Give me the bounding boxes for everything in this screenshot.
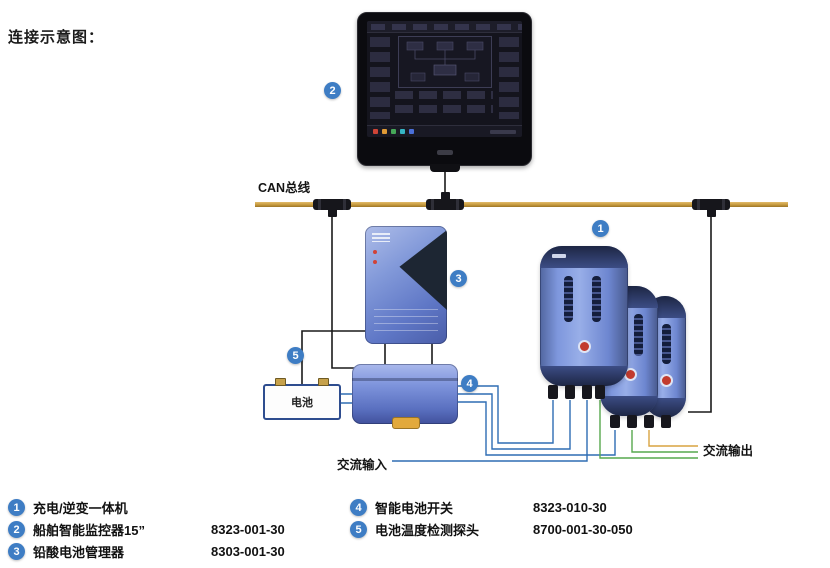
legend-badge-5: 5 (350, 521, 367, 538)
power-button (660, 374, 673, 387)
legend-name-1: 充电/逆变一体机 (33, 501, 128, 516)
terminal-block (565, 385, 575, 399)
inverter-top-cap (540, 246, 628, 268)
terminal-block (644, 415, 654, 428)
mimic-svg (406, 41, 484, 82)
monitor-stand (430, 164, 460, 172)
status-led-orange (382, 129, 387, 134)
battery-switch-handle (392, 417, 420, 429)
wire-segment (458, 401, 616, 456)
screen-value-row (395, 105, 493, 113)
badge-battery-switch: 4 (461, 375, 478, 392)
badge-monitor: 2 (324, 82, 341, 99)
legend-item-3: 3 铅酸电池管理器 8303-001-30 (8, 542, 285, 561)
power-button (578, 340, 591, 353)
legend-code-4: 8323-010-30 (533, 500, 607, 515)
screen-mimic-diagram (398, 36, 492, 88)
inverter-bottom-cap (600, 396, 658, 416)
legend-item-5: 5 电池温度检测探头 8700-001-30-050 (350, 520, 633, 539)
inverter-unit-1 (540, 246, 628, 386)
status-meter (490, 129, 516, 134)
can-t-connector-right (692, 199, 730, 217)
legend-code-5: 8700-001-30-050 (533, 522, 633, 537)
screen-button-column-right (499, 37, 519, 119)
status-led-red (373, 129, 378, 134)
battery-box: 电池 (263, 378, 341, 420)
status-led-teal (400, 129, 405, 134)
inverter-bottom-cap (540, 366, 628, 386)
terminal-block (610, 415, 620, 428)
wire-segment (631, 430, 698, 453)
battery-manager-vents (374, 309, 438, 335)
legend-name-3: 铅酸电池管理器 (33, 545, 125, 560)
inverter-logo (552, 254, 566, 258)
legend-badge-4: 4 (350, 499, 367, 516)
badge-battery-manager: 3 (450, 270, 467, 287)
ac-input-label: 交流输入 (337, 458, 388, 472)
monitor-logo (436, 150, 453, 155)
can-t-connector-middle (426, 192, 464, 210)
vent-slot (662, 324, 671, 364)
orange-wires (648, 430, 698, 447)
battery-manager-led (373, 260, 377, 264)
terminal-block (627, 415, 637, 428)
page-title: 连接示意图： (8, 29, 105, 46)
can-bus-label: CAN总线 (258, 181, 311, 195)
battery-switch-seam (352, 378, 458, 381)
battery-manager-device (365, 226, 447, 344)
marine-monitor (357, 12, 532, 166)
screen-status-bar (367, 125, 522, 137)
can-bus-line (255, 202, 788, 207)
status-led-green (391, 129, 396, 134)
vent-slot (634, 314, 643, 356)
vent-slot (592, 276, 601, 322)
legend-code-3: 8303-001-30 (211, 544, 285, 559)
legend-badge-2: 2 (8, 521, 25, 538)
ac-output-label: 交流输出 (702, 440, 755, 459)
vent-slot (564, 276, 573, 322)
can-t-connector-left (313, 199, 351, 217)
screen-button-column-left (370, 37, 390, 119)
status-led-blue (409, 129, 414, 134)
monitor-screen (367, 21, 522, 137)
battery-manager-led (373, 250, 377, 254)
terminal-block (548, 385, 558, 399)
wire-segment (458, 385, 554, 444)
terminal-block (582, 385, 592, 399)
terminal-block (595, 385, 605, 399)
battery-terminal (318, 378, 329, 386)
terminal-block (661, 415, 671, 428)
legend-name-2: 船舶智能监控器15” (33, 523, 145, 538)
battery-label: 电池 (291, 397, 313, 409)
legend-item-2: 2 船舶智能监控器15” 8323-001-30 (8, 520, 285, 539)
ac-output-wire (648, 430, 698, 447)
battery-manager-logo (372, 233, 390, 242)
legend-badge-1: 1 (8, 499, 25, 516)
battery-manager-arrow (399, 230, 447, 310)
legend-name-4: 智能电池开关 (375, 501, 454, 516)
legend-name-5: 电池温度检测探头 (375, 523, 480, 538)
badge-inverter: 1 (592, 220, 609, 237)
wire-segment (458, 393, 571, 450)
screen-toolbar (367, 21, 522, 33)
badge-temp-probe: 5 (287, 347, 304, 364)
screen-value-row (395, 91, 493, 99)
battery-switch-device (352, 364, 458, 429)
legend-badge-3: 3 (8, 543, 25, 560)
legend-item-4: 4 智能电池开关 8323-010-30 (350, 498, 607, 517)
wire-segment (688, 208, 712, 413)
legend-code-2: 8323-001-30 (211, 522, 285, 537)
battery-terminal (275, 378, 286, 386)
wire-segment (331, 208, 354, 369)
legend-item-1: 1 充电/逆变一体机 (8, 498, 211, 517)
